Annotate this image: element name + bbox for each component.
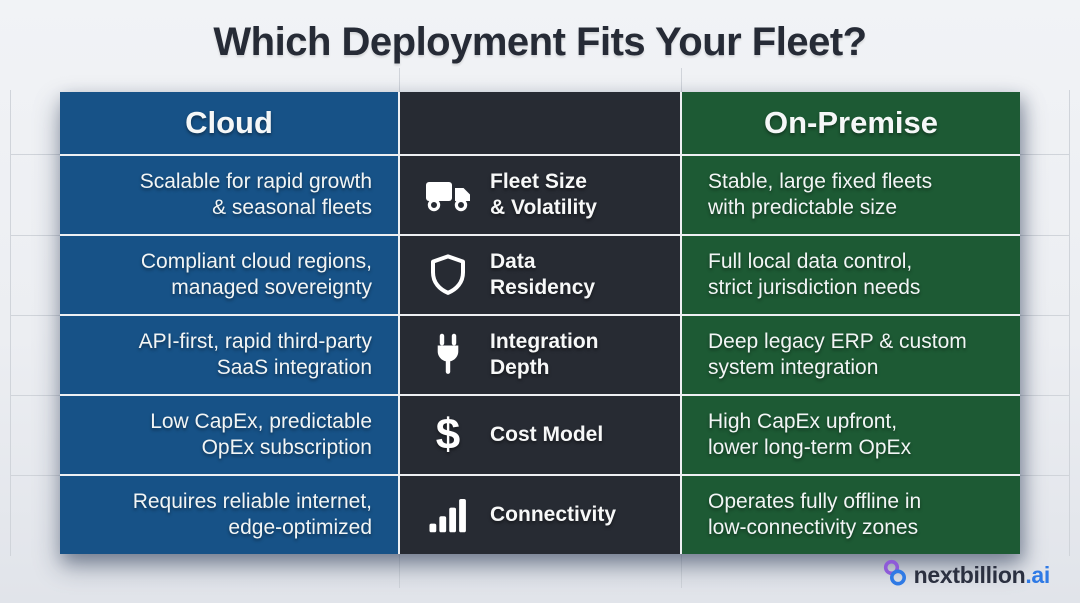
plug-icon [422, 332, 474, 378]
onpremise-fleet-size-text: Stable, large fixed fleets with predicta… [708, 169, 933, 219]
brand-footer: nextbillion.ai [882, 559, 1050, 592]
shield-icon [422, 253, 474, 297]
table-row-connectivity-criterion-cell: Connectivity [400, 476, 680, 554]
table-row-cost-cloud-cell: Low CapEx, predictable OpEx subscription [60, 396, 398, 474]
criterion-label: Cost Model [490, 422, 604, 446]
table-row-cost-onpremise-cell: High CapEx upfront, lower long-term OpEx [682, 396, 1020, 474]
background-grid-line [10, 90, 11, 556]
cloud-data-residency-text: Compliant cloud regions, managed soverei… [140, 249, 372, 299]
cloud-cost-text: Low CapEx, predictable OpEx subscription [150, 409, 372, 459]
criterion-label: Integration Depth [490, 329, 599, 379]
table-row-connectivity-cloud-cell: Requires reliable internet, edge-optimiz… [60, 476, 398, 554]
onpremise-integration-text: Deep legacy ERP & custom system integrat… [708, 329, 967, 379]
cloud-integration-text: API-first, rapid third-party SaaS integr… [138, 329, 372, 379]
onpremise-data-residency-text: Full local data control, strict jurisdic… [708, 249, 921, 299]
onpremise-column-header: On-Premise [682, 92, 1020, 154]
table-row-integration-onpremise-cell: Deep legacy ERP & custom system integrat… [682, 316, 1020, 394]
signal-bars-icon [422, 495, 474, 535]
brand-name: nextbillion [913, 562, 1026, 588]
cloud-header-label: Cloud [185, 105, 273, 140]
dollar-icon: $ [422, 413, 474, 457]
table-row-data-residency-onpremise-cell: Full local data control, strict jurisdic… [682, 236, 1020, 314]
criterion-label: Fleet Size & Volatility [490, 169, 597, 219]
brand-suffix: .ai [1025, 562, 1050, 588]
comparison-table: Cloud On-Premise Scalable for rapid grow… [60, 92, 1020, 554]
nextbillion-logo-icon [882, 559, 908, 592]
page-title: Which Deployment Fits Your Fleet? [213, 20, 867, 64]
criterion-label: Data Residency [490, 249, 596, 299]
onpremise-connectivity-text: Operates fully offline in low-connectivi… [708, 489, 922, 539]
cloud-fleet-size-text: Scalable for rapid growth & seasonal fle… [139, 169, 372, 219]
table-row-integration-criterion-cell: Integration Depth [400, 316, 680, 394]
table-row-cost-criterion-cell: $ Cost Model [400, 396, 680, 474]
table-row-data-residency-criterion-cell: Data Residency [400, 236, 680, 314]
table-row-integration-cloud-cell: API-first, rapid third-party SaaS integr… [60, 316, 398, 394]
table-row-fleet-size-onpremise-cell: Stable, large fixed fleets with predicta… [682, 156, 1020, 234]
criteria-column-header [400, 92, 680, 154]
table-row-connectivity-onpremise-cell: Operates fully offline in low-connectivi… [682, 476, 1020, 554]
cloud-column-header: Cloud [60, 92, 398, 154]
onpremise-header-label: On-Premise [763, 105, 938, 140]
table-row-fleet-size-cloud-cell: Scalable for rapid growth & seasonal fle… [60, 156, 398, 234]
table-row-fleet-size-criterion-cell: Fleet Size & Volatility [400, 156, 680, 234]
onpremise-cost-text: High CapEx upfront, lower long-term OpEx [708, 409, 912, 459]
cloud-connectivity-text: Requires reliable internet, edge-optimiz… [132, 489, 372, 539]
table-row-data-residency-cloud-cell: Compliant cloud regions, managed soverei… [60, 236, 398, 314]
background-grid-line [1069, 90, 1070, 556]
truck-icon [422, 176, 474, 214]
dollar-glyph: $ [435, 410, 461, 459]
criterion-label: Connectivity [490, 502, 617, 526]
